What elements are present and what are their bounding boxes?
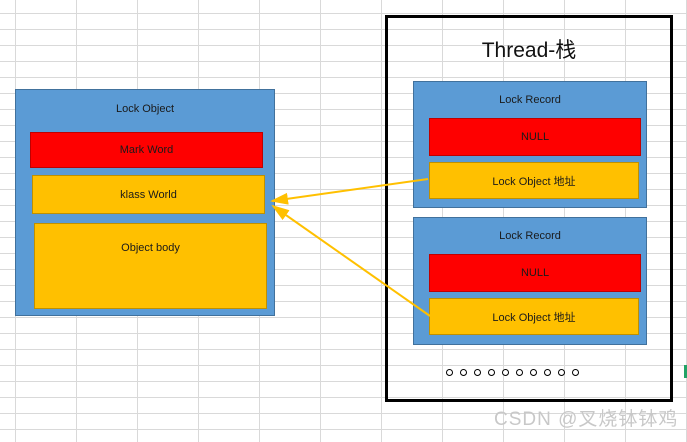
lock-record-box-1: Lock Record NULL Lock Object 地址 xyxy=(413,81,647,208)
mark-word-bar: Mark Word xyxy=(30,132,263,168)
object-body-bar: Object body xyxy=(34,223,267,309)
klass-word-bar: klass World xyxy=(32,175,265,214)
watermark-text: CSDN @叉烧钵钵鸡 xyxy=(494,409,679,430)
dot xyxy=(488,369,495,376)
null-bar: NULL xyxy=(429,118,641,156)
lock-object-title: Lock Object xyxy=(115,103,175,115)
dot xyxy=(544,369,551,376)
dot xyxy=(460,369,467,376)
dot xyxy=(530,369,537,376)
green-cell-marker xyxy=(684,365,687,378)
lock-object-box: Lock Object Mark Word klass World Object… xyxy=(15,89,275,316)
dots-row xyxy=(446,369,579,376)
dot xyxy=(516,369,523,376)
dot xyxy=(474,369,481,376)
lock-record-title: Lock Record xyxy=(499,94,561,106)
null-bar: NULL xyxy=(429,254,641,292)
thread-stack-title: Thread-栈 xyxy=(481,39,577,62)
lock-object-address-bar: Lock Object 地址 xyxy=(429,162,639,199)
dot xyxy=(558,369,565,376)
dot xyxy=(446,369,453,376)
lock-record-title: Lock Record xyxy=(499,230,561,242)
lock-record-box-2: Lock Record NULL Lock Object 地址 xyxy=(413,217,647,345)
lock-object-address-bar: Lock Object 地址 xyxy=(429,298,639,335)
dot xyxy=(572,369,579,376)
dot xyxy=(502,369,509,376)
